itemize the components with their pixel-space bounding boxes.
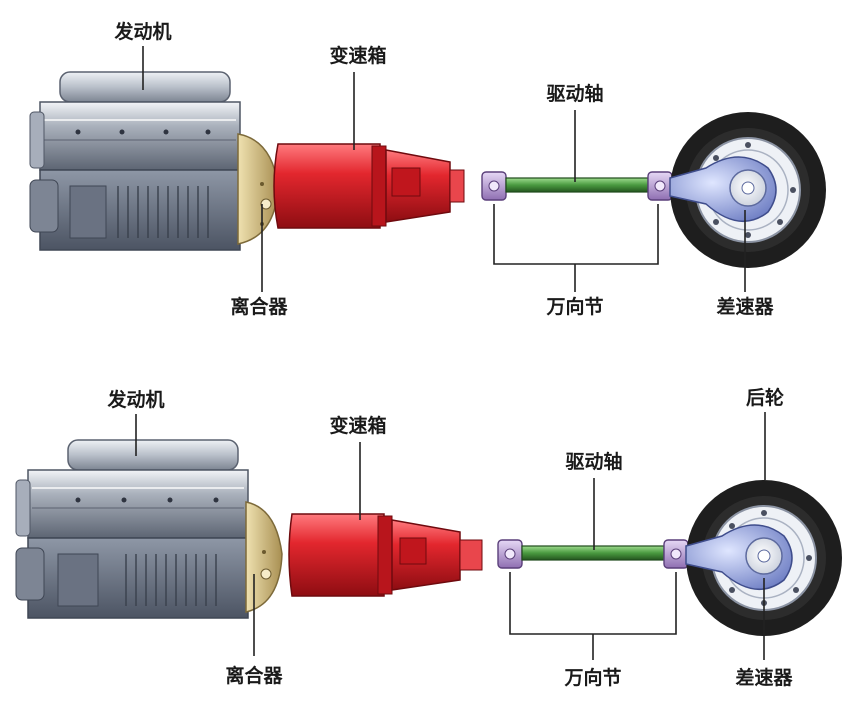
- label-engine: 发动机: [113, 20, 172, 90]
- differential-label: 差速器: [716, 295, 774, 318]
- label-clutch: 离合器: [230, 204, 288, 318]
- drive-shaft-label-2: 驱动轴: [565, 450, 622, 473]
- transmission-label: 变速箱: [329, 44, 386, 67]
- differential-label-2: 差速器: [735, 666, 793, 689]
- label-drive-shaft: 驱动轴: [546, 82, 604, 182]
- label-differential-2: 差速器: [735, 578, 793, 689]
- clutch-label-2: 离合器: [225, 664, 283, 687]
- label-clutch-2: 离合器: [225, 574, 283, 687]
- label-rear-wheel: 后轮: [746, 386, 784, 480]
- clutch-label: 离合器: [230, 295, 288, 318]
- label-differential: 差速器: [716, 210, 774, 318]
- universal-joint-label: 万向节: [545, 295, 603, 318]
- engine-label-2: 发动机: [106, 388, 164, 411]
- panel-bottom: 发动机 变速箱 驱动轴 后轮 离合器 万向节 差速器: [15, 386, 842, 689]
- label-transmission-2: 变速箱: [329, 414, 387, 520]
- engine-label: 发动机: [113, 20, 171, 43]
- label-universal-joint: 万向节: [493, 204, 659, 318]
- rear-wheel-label: 后轮: [746, 386, 784, 409]
- drivetrain-illustration: [29, 71, 827, 269]
- label-transmission: 变速箱: [329, 44, 387, 150]
- drive-shaft-label: 驱动轴: [546, 82, 603, 105]
- label-engine-2: 发动机: [106, 388, 165, 456]
- label-drive-shaft-2: 驱动轴: [565, 450, 623, 550]
- universal-joint-label-2: 万向节: [563, 666, 621, 689]
- panel-top: 发动机 变速箱 驱动轴 离合器 万向节 差速器: [29, 20, 827, 318]
- label-universal-joint-2: 万向节: [509, 572, 677, 689]
- transmission-label-2: 变速箱: [329, 414, 386, 437]
